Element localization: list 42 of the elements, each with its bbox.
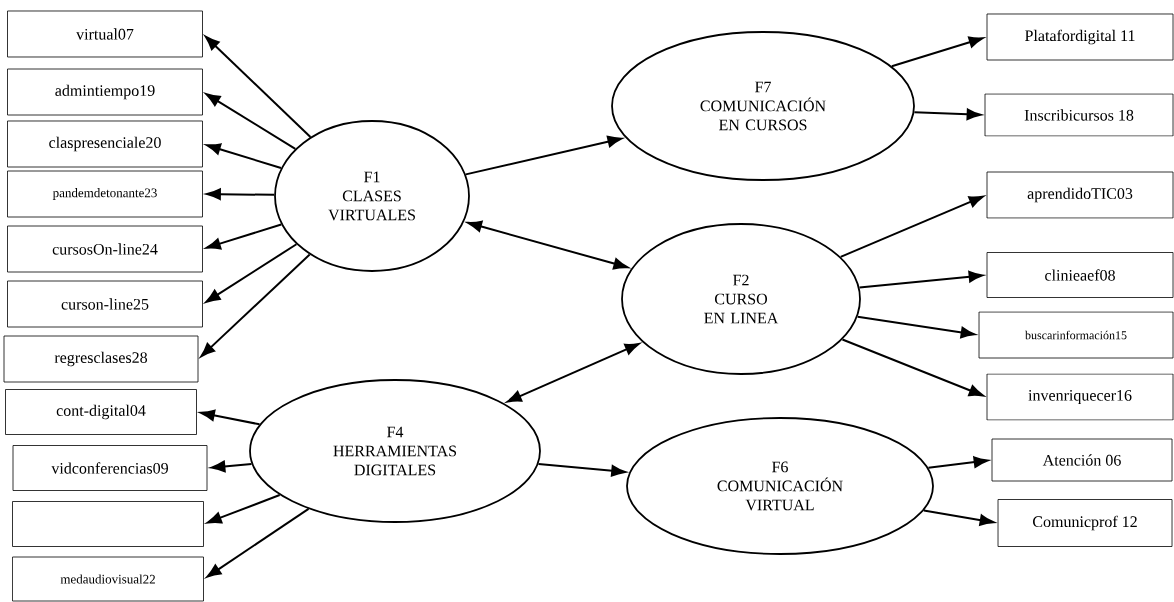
- variable-box: virtual07: [7, 10, 203, 58]
- arrow: [206, 143, 282, 169]
- variable-box: regresclases28: [3, 335, 199, 383]
- arrow: [200, 253, 311, 358]
- arrow: [467, 220, 629, 270]
- arrow: [464, 135, 623, 176]
- arrow: [890, 36, 984, 68]
- variable-box: claspresenciale20: [7, 120, 203, 168]
- variable-box: buscarinformación15: [978, 311, 1174, 359]
- variable-box: Inscribicursos 18: [984, 93, 1174, 137]
- arrow: [206, 188, 276, 200]
- arrow: [841, 338, 984, 397]
- variable-box: medaudiovisual22: [12, 556, 204, 602]
- arrow: [205, 93, 297, 150]
- arrow: [506, 343, 640, 403]
- arrow: [206, 494, 281, 524]
- arrow: [913, 108, 982, 121]
- arrow: [856, 315, 976, 339]
- arrow: [200, 409, 261, 426]
- variable-box: Comunicprof 12: [997, 499, 1173, 547]
- variable-box: vidconferencias09: [12, 445, 208, 491]
- arrow: [927, 456, 989, 469]
- arrow: [205, 243, 298, 303]
- variable-box: Atención 06: [991, 438, 1173, 482]
- variable-box: cursosOn-line24: [7, 225, 203, 273]
- arrow: [839, 195, 984, 258]
- arrow: [210, 460, 253, 473]
- arrow: [206, 223, 283, 250]
- variable-box: cont-digital04: [5, 389, 197, 435]
- variable-box: pandemdetonante23: [7, 170, 203, 218]
- arrow: [206, 507, 310, 578]
- variable-box: admintiempo19: [7, 68, 203, 116]
- arrow: [922, 509, 995, 526]
- arrow: [205, 35, 312, 138]
- arrow: [537, 463, 626, 477]
- variable-box: curson-line25: [7, 280, 203, 328]
- variable-box: Platafordigital 11: [986, 13, 1174, 61]
- variable-box: clinieaef08: [986, 252, 1174, 298]
- arrow: [858, 270, 984, 289]
- variable-box: [12, 501, 204, 547]
- variable-box: invenriquecer16: [986, 373, 1174, 421]
- variable-box: aprendidoTIC03: [986, 171, 1174, 219]
